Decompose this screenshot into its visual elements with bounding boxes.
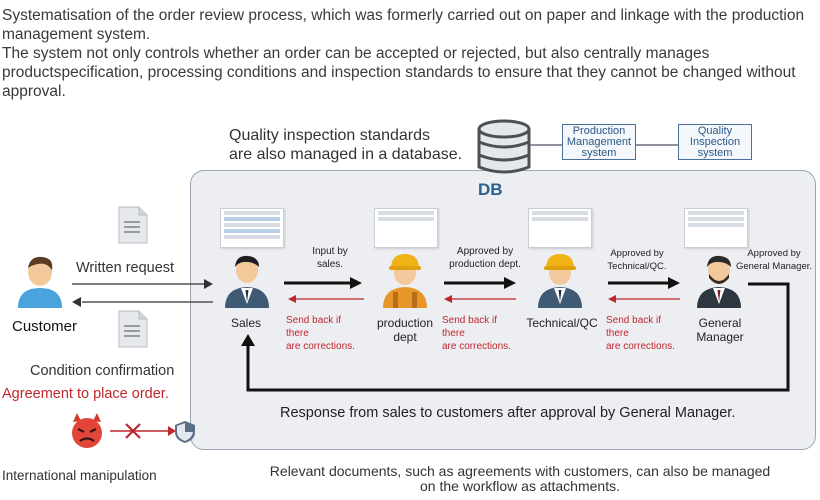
document-icon — [118, 206, 148, 244]
return-loop-arrow — [241, 282, 790, 392]
role-label-manager: General Manager — [690, 316, 750, 344]
role-label-production: production dept — [372, 316, 438, 344]
forward-3-line-2: Technical/QC. — [607, 261, 667, 272]
customer-arrows — [72, 279, 213, 307]
screen-thumbnail-production — [374, 208, 438, 248]
footer-line-2: on the workflow as attachments. — [420, 478, 620, 494]
sendback-2-line-1: Send back if there — [442, 315, 498, 339]
footer-note: Relevant documents, such as agreements w… — [262, 464, 778, 494]
intro-text: Systematisation of the order review proc… — [2, 6, 818, 101]
forward-label-4: Approved by General Manager. — [733, 247, 815, 273]
role-sales-line-1: Sales — [230, 316, 262, 330]
sendback-1-line-2: are corrections. — [286, 341, 355, 352]
role-manager-line-1: General — [698, 316, 742, 330]
quality-inspection-system-box: Quality Inspection system — [678, 124, 752, 160]
agreement-label: Agreement to place order. — [2, 386, 169, 402]
intro-line-1: Systematisation of the order review proc… — [2, 7, 805, 43]
blocked-arrow — [110, 423, 176, 439]
sys-2-line-3: system — [697, 146, 733, 159]
sendback-label-1: Send back if there are corrections. — [286, 314, 366, 353]
system-connector-lines — [530, 144, 678, 146]
production-management-system-box: Production Management system — [562, 124, 636, 160]
sendback-label-3: Send back if there are corrections. — [606, 314, 686, 353]
devil-icon — [72, 413, 102, 448]
worker-icon — [383, 254, 427, 308]
sys-1-line-3: system — [581, 146, 617, 159]
forward-1-line-2: sales. — [316, 259, 344, 270]
footer-line-1: Relevant documents, such as agreements w… — [269, 463, 771, 479]
role-manager-line-2: Manager — [696, 330, 744, 344]
shield-icon — [175, 421, 195, 443]
forward-2-line-1: Approved by — [456, 246, 514, 257]
forward-label-3: Approved by Technical/QC. — [604, 247, 670, 273]
sendback-2-line-2: are corrections. — [442, 341, 511, 352]
sendback-3-line-2: are corrections. — [606, 341, 675, 352]
sys-2-line-1: Quality — [697, 124, 733, 137]
db-note-line-1: Quality inspection standards — [229, 127, 430, 144]
db-note-line-2: are also managed in a database. — [229, 146, 463, 163]
role-production-line-2: dept — [393, 330, 417, 344]
document-icon — [118, 310, 148, 348]
technical-qc-person-icon — [538, 254, 582, 308]
sys-1-line-2: Management — [566, 135, 632, 148]
sys-2-line-2: Inspection — [689, 135, 741, 148]
database-icon — [477, 119, 531, 174]
forward-3-line-1: Approved by — [610, 248, 664, 259]
screen-thumbnail-manager — [684, 208, 748, 248]
forward-2-line-2: production dept. — [449, 259, 521, 270]
sales-person-icon — [225, 255, 269, 308]
screen-thumbnail-technical — [528, 208, 592, 248]
written-request-label: Written request — [76, 260, 175, 276]
response-text: Response from sales to customers after a… — [280, 405, 736, 421]
screen-thumbnail-sales — [220, 208, 284, 248]
role-label-technical: Technical/QC — [524, 316, 600, 330]
forward-label-2: Approved by production dept. — [444, 245, 526, 271]
sendback-1-line-1: Send back if there — [286, 315, 342, 339]
db-label: DB — [478, 180, 503, 199]
role-technical-line-1: Technical/QC — [526, 316, 598, 330]
db-note: Quality inspection standards are also ma… — [229, 126, 462, 164]
forward-1-line-1: Input by — [312, 246, 348, 257]
manipulation-label: International manipulation — [2, 468, 157, 483]
role-production-line-1: production — [376, 316, 434, 330]
intro-line-2: The system not only controls whether an … — [2, 45, 796, 100]
manager-icon — [697, 255, 741, 308]
condition-confirmation-label: Condition confirmation — [30, 363, 175, 379]
sendback-3-line-1: Send back if there — [606, 315, 662, 339]
sys-1-line-1: Production — [572, 124, 626, 137]
forward-4-line-1: Approved by — [747, 248, 801, 259]
customer-label: Customer — [12, 318, 78, 335]
sendback-label-2: Send back if there are corrections. — [442, 314, 522, 353]
forward-label-1: Input by sales. — [305, 245, 355, 271]
customer-icon — [18, 256, 62, 308]
workflow-arrows — [284, 277, 680, 303]
forward-4-line-2: General Manager. — [735, 261, 813, 272]
role-label-sales: Sales — [216, 316, 276, 330]
